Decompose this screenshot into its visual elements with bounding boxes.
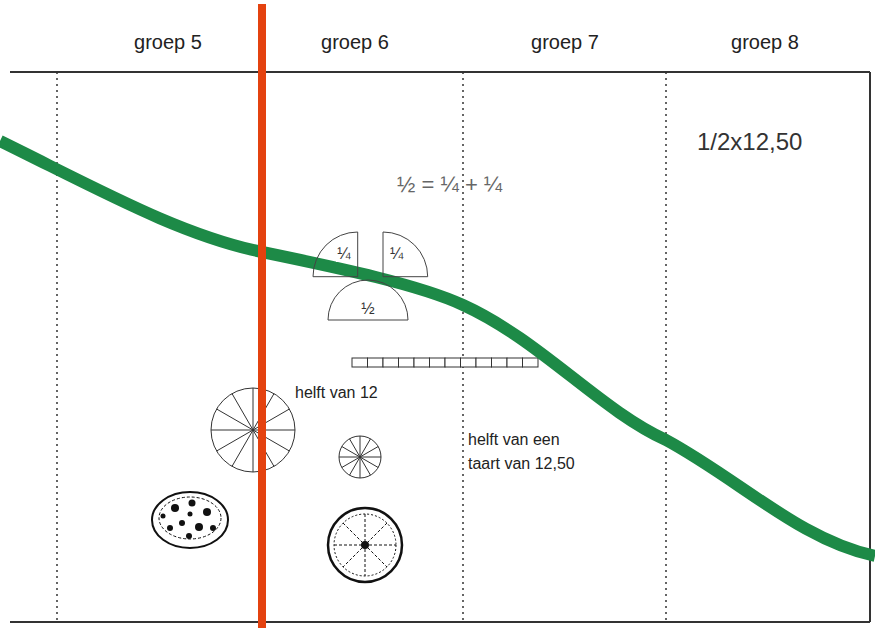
ruler-cell — [492, 358, 508, 367]
ruler-cell — [352, 358, 368, 367]
header-rule — [10, 71, 870, 73]
column-heading: groep 7 — [531, 30, 599, 54]
ruler-cell — [399, 358, 415, 367]
topping — [189, 500, 196, 507]
ruler-cell — [368, 358, 384, 367]
ruler-cell — [461, 358, 477, 367]
ruler-cell — [476, 358, 492, 367]
pizza-picture — [152, 492, 228, 548]
sliced-pizza-picture — [328, 508, 402, 582]
note: helft van een taart van 12,50 — [468, 428, 590, 476]
topping — [186, 533, 192, 539]
ruler-strip — [352, 358, 538, 367]
note: helft van 12 — [295, 383, 378, 402]
learning-curve — [0, 141, 875, 556]
sum-note: 1/2x12,50 — [697, 128, 802, 157]
slice-line — [343, 523, 387, 567]
cake-outline — [211, 388, 295, 472]
fraction-sum: ½ = ¼ + ¼ — [397, 172, 502, 198]
fraction-text: ¼ — [336, 246, 351, 262]
column-divider — [462, 72, 464, 622]
topping — [210, 525, 216, 531]
column-divider — [56, 72, 58, 622]
topping — [179, 520, 185, 526]
topping — [188, 512, 193, 517]
quarter-circle-piece: ¼ — [313, 232, 358, 277]
pizza-toppings — [161, 500, 217, 540]
ruler-cell — [383, 358, 399, 367]
ruler-cell — [445, 358, 461, 367]
fraction-text: ½ — [360, 301, 375, 317]
piece-shape — [313, 232, 358, 277]
ruler-cell — [523, 358, 539, 367]
slice-line — [342, 447, 378, 468]
topping — [171, 504, 179, 512]
cake-outline — [339, 436, 381, 478]
sliced-cake — [211, 388, 295, 472]
pizza-cuts — [334, 514, 396, 576]
slice-line — [343, 523, 387, 567]
level-marker — [258, 4, 266, 628]
topping — [167, 525, 173, 531]
column-heading: groep 8 — [731, 30, 799, 54]
column-heading: groep 5 — [134, 30, 202, 54]
pizza-edge — [334, 514, 396, 576]
small-sliced-cake — [339, 436, 381, 478]
right-rule — [869, 72, 871, 622]
ruler-cell — [507, 358, 523, 367]
pizza-crust — [152, 492, 228, 548]
pizza-centre — [361, 541, 369, 549]
topping — [195, 523, 203, 531]
quarter-circle-piece: ¼ — [383, 232, 428, 277]
ruler-cell — [414, 358, 430, 367]
slice-line — [217, 409, 290, 451]
pizza-crust — [328, 508, 402, 582]
piece-shape — [328, 280, 408, 320]
half-circle-piece: ½ — [328, 280, 408, 320]
ruler-cell — [430, 358, 446, 367]
bottom-rule — [10, 621, 870, 623]
topping — [203, 508, 211, 516]
column-heading: groep 6 — [321, 30, 389, 54]
column-divider — [665, 72, 667, 622]
fraction-text: ¼ — [389, 246, 404, 262]
topping — [161, 514, 166, 519]
piece-shape — [383, 232, 428, 277]
pizza-edge — [159, 497, 221, 539]
